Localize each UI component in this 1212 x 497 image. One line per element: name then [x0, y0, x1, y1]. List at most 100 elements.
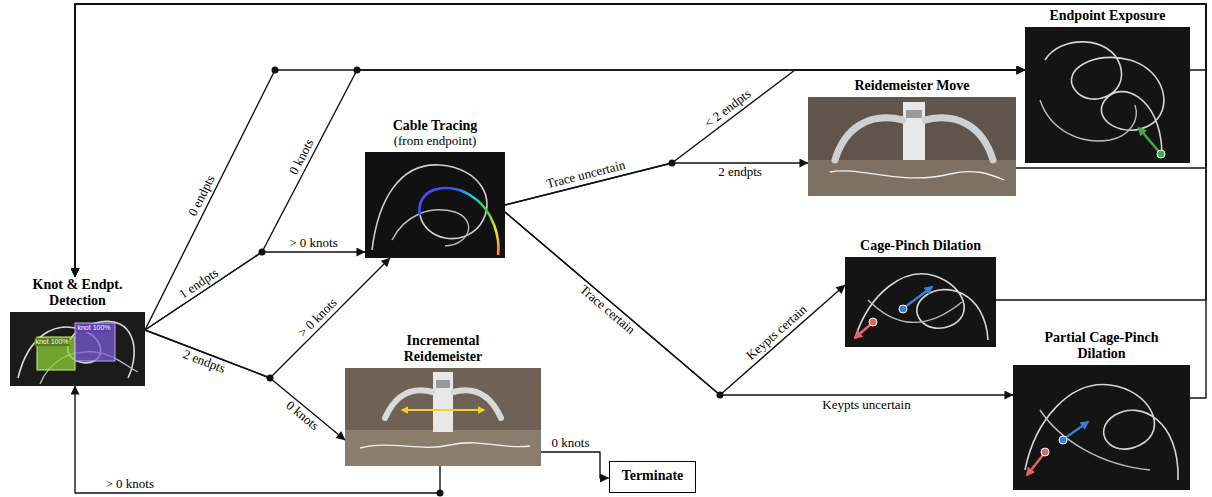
- branch-label: Trace certain: [574, 281, 638, 339]
- stage-title: Cage-Pinch Dilation: [858, 238, 983, 254]
- connector: [75, 4, 1206, 300]
- table: [345, 430, 541, 466]
- edge-label: Keypts certain: [742, 301, 812, 365]
- image-area: [10, 312, 145, 386]
- cable: [360, 443, 530, 448]
- stage-heading: Reidemeister Move: [808, 78, 1016, 94]
- exposure-image: [1025, 27, 1190, 163]
- junction-dot: [669, 160, 676, 167]
- stage-subtitle: (from endpoint): [392, 134, 479, 149]
- move-arrow: [1065, 422, 1088, 438]
- branch-label: 2 endpts: [179, 347, 229, 378]
- pull-arrow: [402, 409, 484, 411]
- connector: [75, 4, 1206, 277]
- grasp-point: [1041, 448, 1049, 456]
- move-arrow: [1139, 128, 1160, 153]
- dilation-image: [845, 257, 996, 347]
- move-arrow: [905, 287, 932, 307]
- cable: [392, 210, 469, 246]
- stage-title: Terminate: [620, 468, 686, 484]
- stage-title: Reidemeister Move: [852, 78, 971, 94]
- stage-heading: Knot & Endpt. Detection: [10, 277, 145, 309]
- image-ground: [345, 368, 541, 466]
- image-ground: [845, 257, 996, 347]
- edge-label: Keypts uncertain: [820, 398, 912, 413]
- robot-body: [903, 102, 925, 160]
- stage-heading: Cage-Pinch Dilation: [845, 238, 996, 254]
- terminal-box: Terminate: [609, 461, 697, 493]
- knot-box: [75, 323, 115, 361]
- stage-title: Knot & Endpt. Detection: [10, 277, 145, 309]
- connector: [75, 4, 1206, 277]
- detection-image: [10, 312, 145, 386]
- junction-dots: [259, 67, 724, 497]
- robot-arm: [453, 390, 501, 418]
- robot-body: [906, 110, 922, 118]
- grasp-point: [899, 305, 907, 313]
- edge-label: > 0 knots: [287, 236, 340, 251]
- connector: [145, 330, 345, 440]
- move-arrow: [855, 324, 871, 338]
- stage-title: Partial Cage-Pinch Dilation: [1020, 330, 1184, 362]
- robot-arm: [385, 390, 433, 418]
- cable: [372, 165, 487, 250]
- junction-dot: [717, 392, 724, 399]
- edge-label: < 2 endpts: [700, 86, 755, 133]
- stage-heading: Cable Tracing(from endpoint): [365, 118, 505, 149]
- connector: [505, 70, 1025, 205]
- image-ground: [1025, 27, 1190, 163]
- junction-dot: [267, 375, 274, 382]
- robot-photo: [345, 368, 541, 466]
- junction-dot: [272, 67, 279, 74]
- edge-label: 0 knots: [281, 397, 323, 435]
- image-area: [365, 152, 505, 258]
- edge-label: 0 knots: [285, 135, 318, 179]
- image-area: [808, 97, 1016, 196]
- image-area: [1013, 365, 1190, 490]
- move-arrow: [1027, 455, 1043, 475]
- grasp-point: [1059, 436, 1067, 444]
- image-ground: [808, 97, 1016, 196]
- stage-panel: Partial Cage-Pinch Dilation: [1013, 330, 1190, 490]
- stage-heading: Endpoint Exposure: [1025, 8, 1190, 24]
- image-area: [1025, 27, 1190, 163]
- cable: [1040, 100, 1136, 141]
- edge-label: 0 endpts: [185, 171, 220, 220]
- branch-label: 1 endpts: [175, 264, 223, 303]
- tracing-image: [365, 152, 505, 258]
- branch-label: Trace uncertain: [543, 158, 629, 193]
- dilation-image: [1013, 365, 1190, 490]
- edge-label: > 0 knots: [294, 294, 342, 342]
- grasp-point: [869, 318, 877, 326]
- cable: [868, 300, 962, 322]
- stage-title: Incremental Reidemeister: [381, 333, 505, 365]
- connector: [505, 212, 1013, 395]
- cable: [1025, 385, 1178, 480]
- stage-heading: Terminate: [620, 468, 686, 484]
- stage-title: Endpoint Exposure: [1047, 8, 1167, 24]
- cable: [1045, 42, 1164, 152]
- image-area: [845, 257, 996, 347]
- cable: [18, 321, 134, 378]
- table: [808, 160, 1016, 196]
- image-ground: [1013, 365, 1190, 490]
- cable: [830, 171, 1004, 180]
- stage-panel: Incremental Reidemeister: [345, 333, 541, 466]
- robot-arm: [925, 118, 993, 160]
- stage-panel: Cage-Pinch Dilation: [845, 238, 996, 347]
- stage-title: Cable Tracing: [391, 118, 480, 134]
- robot-photo: [808, 97, 1016, 196]
- connector: [505, 212, 845, 395]
- robot-body: [433, 372, 453, 432]
- connector: [145, 252, 365, 330]
- grasp-point: [1157, 150, 1165, 158]
- connector: [145, 258, 390, 378]
- cable: [1040, 410, 1150, 470]
- trace-path: [419, 188, 498, 255]
- detection-tag: knot 100%: [34, 338, 69, 346]
- connector: [75, 386, 440, 493]
- edge-label: 0 knots: [550, 436, 592, 451]
